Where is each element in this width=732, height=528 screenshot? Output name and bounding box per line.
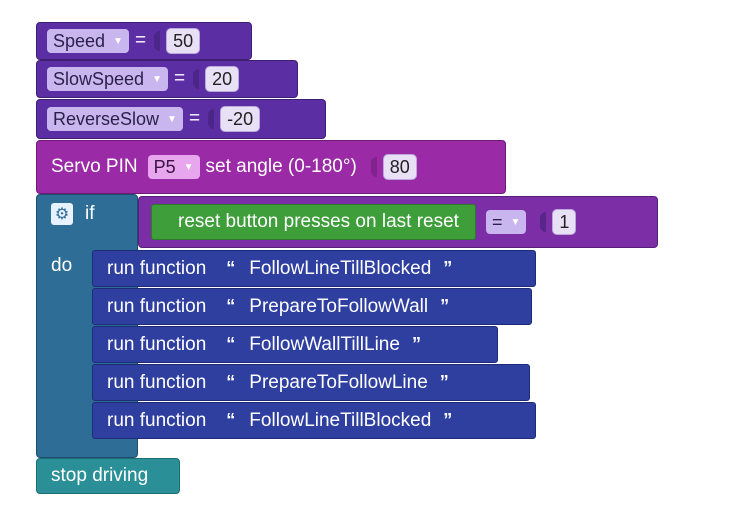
run-function-block[interactable]: run function “ FollowLineTillBlocked ” [92,402,536,439]
dropdown-arrow-icon: ▼ [183,161,194,173]
close-quote-icon: ” [439,372,449,392]
do-label: do [51,255,73,276]
reset-button-presses-block[interactable]: reset button presses on last reset [151,204,476,240]
open-quote-icon: “ [226,334,236,354]
run-function-block[interactable]: run function “ PrepareToFollowWall ” [92,288,532,325]
dropdown-arrow-icon: ▼ [113,35,123,47]
function-name[interactable]: PrepareToFollowLine [249,371,428,393]
slowspeed-value-field[interactable]: 20 [205,66,240,92]
open-quote-icon: “ [226,410,236,430]
run-function-block[interactable]: run function “ FollowWallTillLine ” [92,326,498,363]
compare-condition-block[interactable]: reset button presses on last reset =▼ 1 [138,196,658,248]
servo-pin-label: Servo PIN [51,156,138,177]
input-connector [540,212,547,232]
close-quote-icon: ” [443,258,453,278]
run-function-block[interactable]: run function “ FollowLineTillBlocked ” [92,250,536,287]
close-quote-icon: ” [440,296,450,316]
reverseslow-value-field[interactable]: -20 [220,106,261,132]
function-name[interactable]: PrepareToFollowWall [249,295,429,317]
function-name[interactable]: FollowLineTillBlocked [249,409,432,431]
close-quote-icon: ” [443,410,453,430]
set-slowspeed-block[interactable]: SlowSpeed▼ = 20 [36,60,298,98]
input-connector [193,69,200,89]
servo-angle-field[interactable]: 80 [382,154,417,180]
dropdown-arrow-icon: ▼ [167,113,177,125]
open-quote-icon: “ [226,258,236,278]
servo-angle-label: set angle (0-180°) [205,156,357,177]
input-connector [370,157,377,177]
compare-value-field[interactable]: 1 [552,209,577,235]
set-reverseslow-block[interactable]: ReverseSlow▼ = -20 [36,99,326,139]
function-name[interactable]: FollowLineTillBlocked [249,257,432,279]
variable-dropdown-slowspeed[interactable]: SlowSpeed▼ [47,67,168,91]
speed-value-field[interactable]: 50 [166,28,201,54]
compare-operator-dropdown[interactable]: =▼ [485,210,527,234]
run-function-block[interactable]: run function “ PrepareToFollowLine ” [92,364,530,401]
close-quote-icon: ” [411,334,421,354]
servo-set-angle-block[interactable]: Servo PIN P5▼ set angle (0-180°) 80 [36,140,506,194]
dropdown-arrow-icon: ▼ [152,73,162,85]
if-label: if [85,203,95,224]
assign-operator: = [134,30,147,51]
assign-operator: = [188,108,201,129]
input-connector [208,109,215,129]
assign-operator: = [173,68,186,89]
dropdown-arrow-icon: ▼ [510,216,521,228]
set-speed-block[interactable]: Speed▼ = 50 [36,22,252,60]
open-quote-icon: “ [226,296,236,316]
open-quote-icon: “ [226,372,236,392]
servo-pin-dropdown[interactable]: P5▼ [147,155,200,179]
gear-icon[interactable]: ⚙ [51,203,73,225]
stop-driving-block[interactable]: stop driving [36,458,180,494]
variable-dropdown-speed[interactable]: Speed▼ [47,29,129,53]
function-name[interactable]: FollowWallTillLine [249,333,400,355]
variable-dropdown-reverseslow[interactable]: ReverseSlow▼ [47,107,183,131]
input-connector [154,31,161,51]
